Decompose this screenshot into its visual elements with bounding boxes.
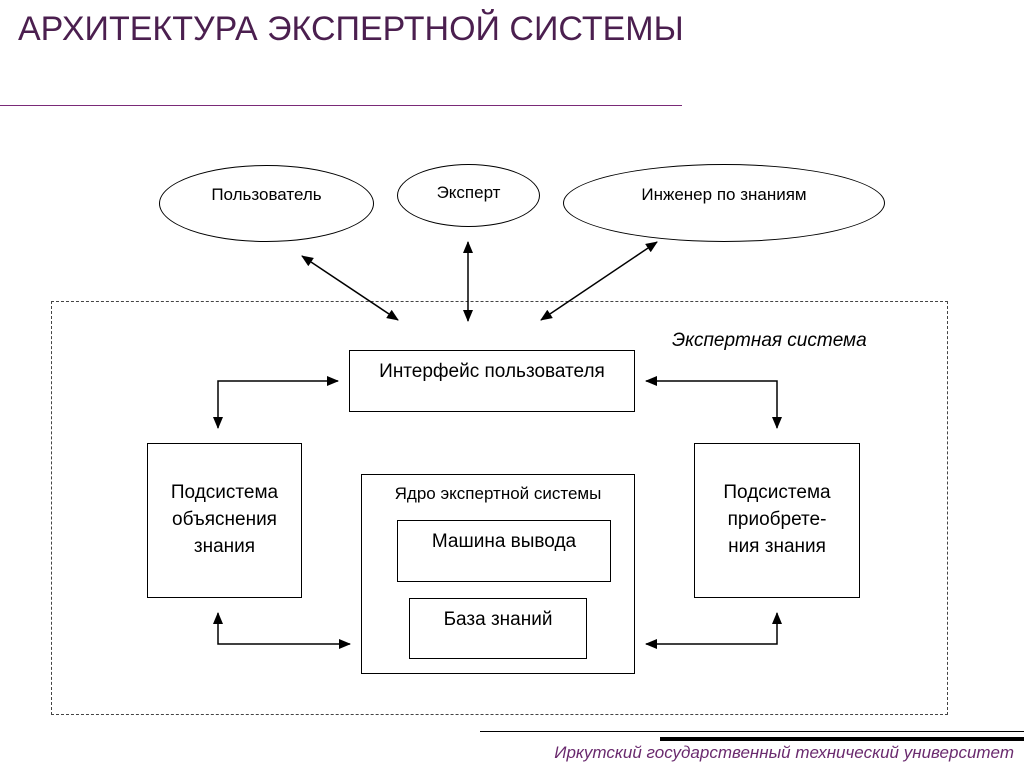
actor-knowledge-engineer-oval: Инженер по знаниям [563, 164, 885, 242]
actor-knowledge-engineer-label: Инженер по знаниям [641, 185, 807, 204]
expert-system-core-label: Ядро экспертной системы [394, 484, 602, 503]
knowledge-base-box: База знаний [409, 598, 587, 659]
title-divider [0, 105, 682, 106]
actor-expert-oval: Эксперт [397, 164, 540, 227]
acquisition-subsystem-label: Подсистема приобрете- ния знания [723, 482, 831, 557]
inference-engine-label: Машина вывода [431, 531, 577, 552]
user-interface-label: Интерфейс пользователя [379, 361, 605, 382]
expert-system-label: Экспертная система [672, 330, 867, 351]
arrow-interface-explanation [213, 376, 339, 429]
actor-expert-label: Эксперт [436, 183, 501, 202]
arrow-engineer-interface [540, 241, 658, 321]
explanation-subsystem-box: Подсистема объяснения знания [147, 443, 302, 598]
arrow-user-interface [301, 255, 399, 321]
actor-user-label: Пользователь [211, 185, 322, 204]
explanation-subsystem-label: Подсистема объяснения знания [170, 482, 279, 557]
actor-user-oval: Пользователь [159, 165, 374, 242]
knowledge-base-label: База знаний [443, 609, 553, 630]
footer-divider-thin [480, 731, 1024, 732]
arrow-explanation-core [213, 612, 351, 649]
footer-university: Иркутский государственный технический ун… [554, 743, 1014, 762]
arrow-acquisition-core [645, 612, 782, 649]
acquisition-subsystem-box: Подсистема приобрете- ния знания [694, 443, 860, 598]
footer-divider-thick [660, 737, 1024, 741]
inference-engine-box: Машина вывода [397, 520, 611, 582]
expert-system-boundary [51, 301, 948, 715]
user-interface-box: Интерфейс пользователя [349, 350, 635, 412]
page-title: АРХИТЕКТУРА ЭКСПЕРТНОЙ СИСТЕМЫ [18, 10, 684, 48]
arrow-interface-acquisition [645, 376, 782, 429]
